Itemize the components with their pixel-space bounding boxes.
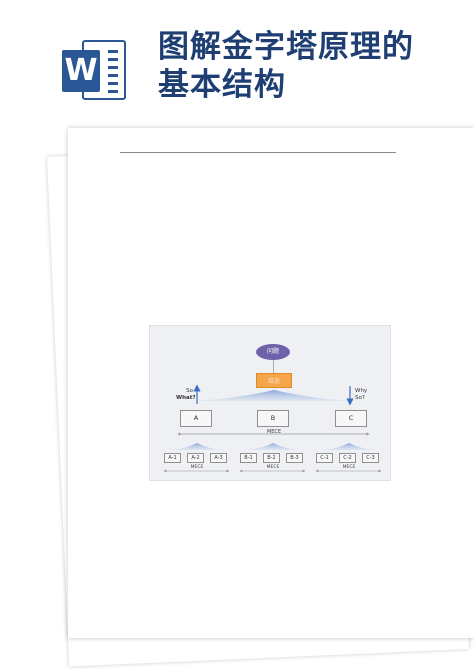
level2-box-c2: C-2 [339,453,356,463]
conclusion-node: 结论 [256,373,292,388]
mece-label-a: MECE [190,465,204,470]
level2-box-a1: A-1 [164,453,181,463]
level2-box-b1: B-1 [240,453,257,463]
document-page: 问题 结论 So What? Why So? A B C MECE A-1 A-… [68,128,474,638]
level2-box-b2: B-2 [263,453,280,463]
pyramid-diagram: 问题 结论 So What? Why So? A B C MECE A-1 A-… [149,325,391,481]
level1-box-b: B [257,410,289,427]
fan-b [246,443,300,450]
word-letter: W [62,50,100,92]
level2-box-a2: A-2 [187,453,204,463]
diagram-graphics [164,384,382,473]
title-line-2: 基本结构 [158,67,286,103]
level2-box-c3: C-3 [362,453,379,463]
level1-box-c: C [335,410,367,427]
header-rule [120,152,396,153]
question-node: 问题 [256,344,290,360]
fan-a [170,443,224,450]
mece-label-level1: MECE [266,429,282,435]
level2-box-b3: B-3 [286,453,303,463]
mece-label-c: MECE [342,465,356,470]
fan-level1 [190,390,358,401]
word-icon: W [62,40,128,100]
title-line-1: 图解金字塔原理的 [158,29,414,65]
fan-c [322,443,376,450]
so-what-label: So What? [176,388,196,401]
why-so-label: Why So? [355,388,368,401]
level1-box-a: A [180,410,212,427]
level2-box-a3: A-3 [210,453,227,463]
mece-label-b: MECE [266,465,280,470]
header: W 图解金字塔原理的 基本结构 [0,0,474,120]
page-title: 图解金字塔原理的 基本结构 [158,28,468,104]
node-connector [273,360,274,373]
level2-box-c1: C-1 [316,453,333,463]
